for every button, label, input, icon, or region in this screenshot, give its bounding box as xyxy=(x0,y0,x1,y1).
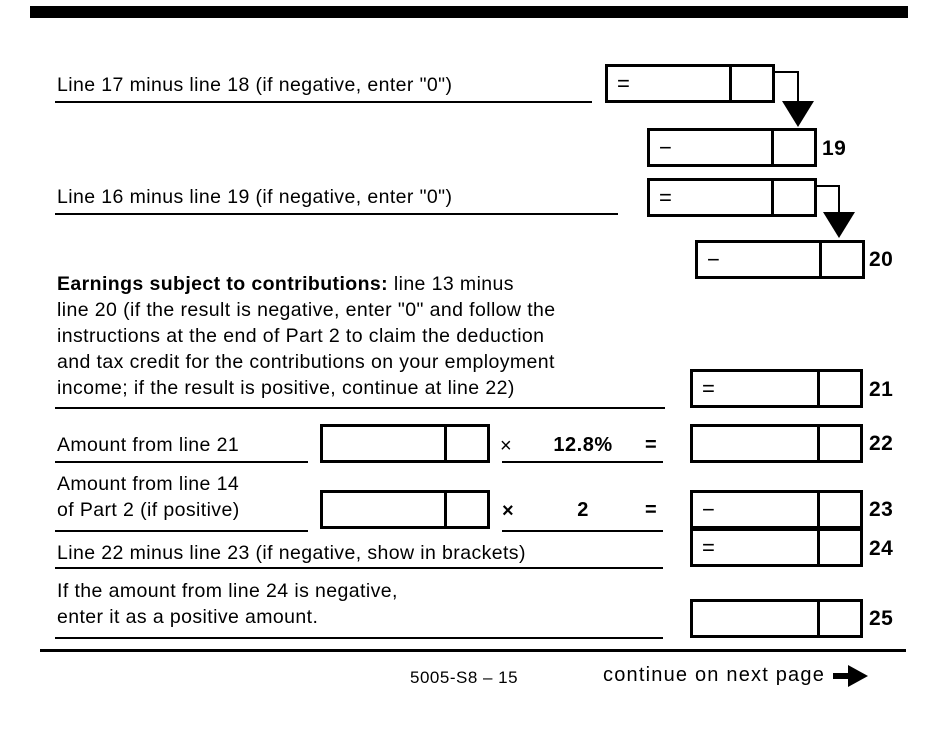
continue-on-next-page: continue on next page xyxy=(603,664,869,687)
section-divider-bar xyxy=(30,6,908,18)
equals-sign: = xyxy=(645,434,658,456)
amount-box-line23: − xyxy=(690,490,863,529)
arrow-connector-horizontal xyxy=(774,71,799,73)
dollars-field[interactable]: = xyxy=(608,67,729,100)
earnings-line1-rest: line 13 minus xyxy=(388,273,514,295)
amount-box-line20: − xyxy=(695,240,865,279)
underline-earnings-row xyxy=(55,407,665,409)
down-arrow-icon xyxy=(823,212,855,238)
underline-line22-row xyxy=(55,567,663,569)
line-number-25: 25 xyxy=(869,607,894,630)
rate-value: 12.8% xyxy=(553,434,613,456)
down-arrow-icon xyxy=(782,101,814,127)
amount-box-line16-result: = xyxy=(647,178,817,217)
label-line16-minus-line19: Line 16 minus line 19 (if negative, ente… xyxy=(57,186,453,208)
cents-field[interactable] xyxy=(817,372,860,405)
amount-box-line22 xyxy=(690,424,863,463)
label-amount-from-line14: Amount from line 14 of Part 2 (if positi… xyxy=(57,473,240,521)
arrow-connector-vertical xyxy=(838,185,840,214)
earnings-lead-bold: Earnings subject to contributions: xyxy=(57,273,389,295)
label-line17-minus-line18: Line 17 minus line 18 (if negative, ente… xyxy=(57,74,453,96)
cents-field[interactable] xyxy=(817,493,860,526)
cents-field[interactable] xyxy=(771,131,814,164)
underline-line17-row xyxy=(55,101,592,103)
cents-field[interactable] xyxy=(817,531,860,564)
amount-box-line21: = xyxy=(690,369,863,408)
cents-field[interactable] xyxy=(771,181,814,214)
dollars-field[interactable]: − xyxy=(698,243,819,276)
underline-multiplication-23 xyxy=(502,530,663,532)
earnings-paragraph-line1: Earnings subject to contributions: line … xyxy=(57,271,514,297)
amount-box-line19: − xyxy=(647,128,817,167)
equals-symbol: = xyxy=(659,184,672,210)
equals-symbol: = xyxy=(702,375,715,401)
cents-field[interactable] xyxy=(817,602,860,635)
underline-multiplication-22 xyxy=(502,461,663,463)
underline-line24-row xyxy=(55,637,663,639)
cents-field[interactable] xyxy=(444,493,487,526)
footer-rule xyxy=(40,649,906,652)
dollars-field[interactable]: = xyxy=(650,181,771,214)
line-number-21: 21 xyxy=(869,378,894,401)
dollars-field[interactable] xyxy=(693,602,817,635)
continue-label: continue on next page xyxy=(603,664,826,686)
cents-field[interactable] xyxy=(817,427,860,460)
cents-field[interactable] xyxy=(729,67,772,100)
label-amount-from-line21: Amount from line 21 xyxy=(57,434,240,456)
dollars-field[interactable] xyxy=(323,493,444,526)
amount-box-line17-result: = xyxy=(605,64,775,103)
line-number-23: 23 xyxy=(869,498,894,521)
equals-symbol: = xyxy=(702,534,715,560)
underline-amount21 xyxy=(55,461,308,463)
dollars-field[interactable] xyxy=(323,427,444,460)
dollars-field[interactable]: = xyxy=(693,531,817,564)
line-number-19: 19 xyxy=(822,137,847,160)
dollars-field[interactable]: = xyxy=(693,372,817,405)
cents-field[interactable] xyxy=(819,243,862,276)
line-number-22: 22 xyxy=(869,432,894,455)
equals-sign: = xyxy=(645,499,658,521)
amount-box-line25 xyxy=(690,599,863,638)
form-number: 5005-S8 – 15 xyxy=(410,668,519,687)
multiply-sign: × xyxy=(502,500,515,522)
minus-symbol: − xyxy=(659,134,672,160)
underline-line16-row xyxy=(55,213,618,215)
arrow-connector-vertical xyxy=(797,71,799,103)
amount-box-line21-copy xyxy=(320,424,490,463)
cents-field[interactable] xyxy=(444,427,487,460)
dollars-field[interactable]: − xyxy=(650,131,771,164)
line-number-20: 20 xyxy=(869,248,894,271)
underline-amount14 xyxy=(55,530,308,532)
amount-box-line24: = xyxy=(690,528,863,567)
rate-value: 2 xyxy=(577,499,589,521)
earnings-paragraph-body: line 20 (if the result is negative, ente… xyxy=(57,299,556,399)
equals-symbol: = xyxy=(617,70,630,96)
multiply-sign: × xyxy=(500,435,513,457)
line-number-24: 24 xyxy=(869,537,894,560)
amount-box-line14-copy xyxy=(320,490,490,529)
minus-symbol: − xyxy=(702,496,715,522)
dollars-field[interactable]: − xyxy=(693,493,817,526)
minus-symbol: − xyxy=(707,246,720,272)
right-arrow-icon xyxy=(833,664,869,687)
label-line22-minus-line23: Line 22 minus line 23 (if negative, show… xyxy=(57,542,526,564)
label-line24-negative: If the amount from line 24 is negative, … xyxy=(57,580,398,628)
arrow-connector-horizontal xyxy=(816,185,840,187)
dollars-field[interactable] xyxy=(693,427,817,460)
